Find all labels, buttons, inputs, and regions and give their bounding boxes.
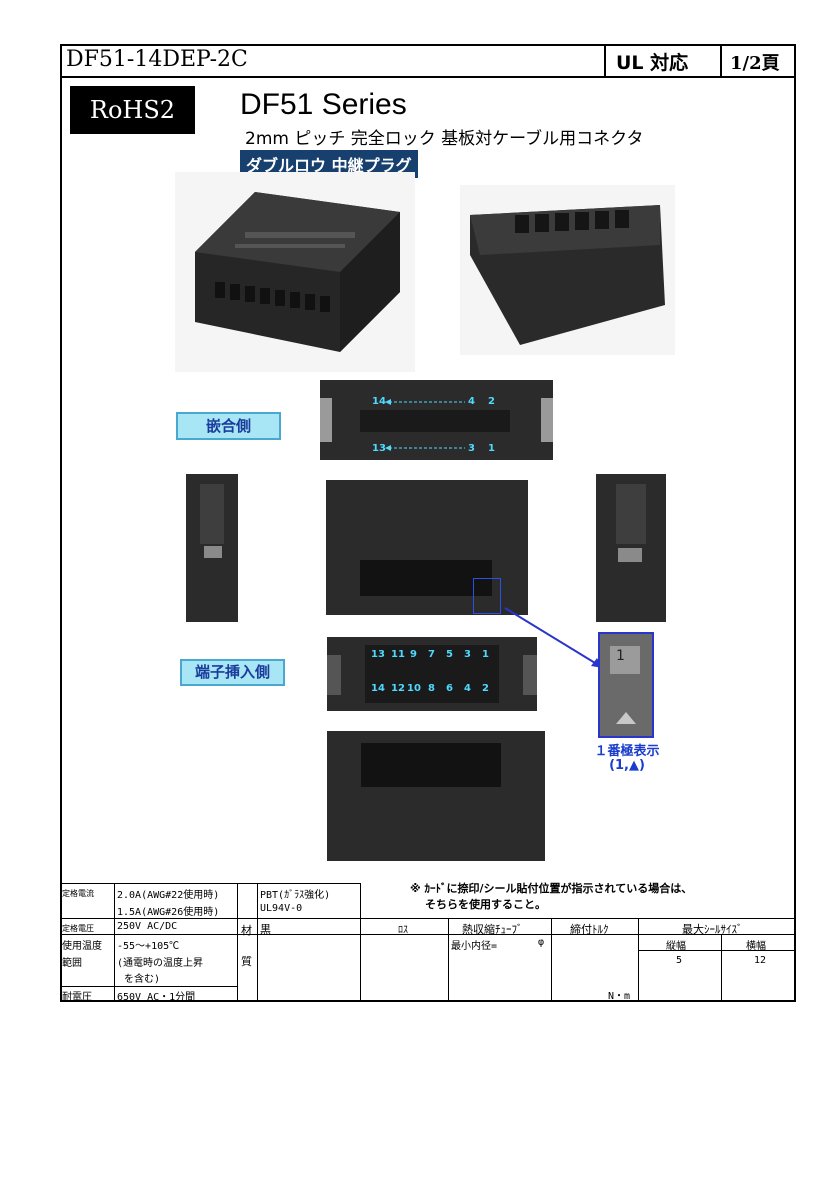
pin-label: 13 (371, 649, 385, 660)
triangle-mark-icon (616, 712, 636, 724)
pin-direction-arrows (385, 399, 465, 451)
table-line (114, 883, 115, 1000)
col-tube: 熱収縮ﾁｭｰﾌﾞ (462, 923, 523, 936)
temp-label-2: 範囲 (62, 958, 82, 969)
terminal-side-view (327, 637, 537, 711)
pin-label: 1 (482, 649, 489, 660)
pin-label: 7 (428, 649, 435, 660)
material-label-1: 材 (241, 924, 252, 937)
pin-label: 5 (446, 649, 453, 660)
left-side-view (186, 474, 238, 622)
torque-unit: N・m (608, 991, 631, 1002)
material-1: PBT(ｶﾞﾗｽ強化) (260, 890, 331, 901)
material-2: UL94V-0 (260, 903, 303, 914)
table-line (257, 883, 258, 1000)
temp-range: -55～+105℃ (117, 941, 180, 952)
col-lot: ﾛｽ (398, 925, 408, 936)
pin1-digit: 1 (616, 648, 625, 664)
tube-unit: φ (538, 937, 545, 948)
terminal-side-label: 端子挿入側 (180, 659, 285, 686)
material-color: 黒 (260, 923, 271, 936)
col-seal: 最大ｼｰﾙｻｲｽﾞ (682, 923, 743, 936)
mating-side-view (320, 380, 553, 460)
material-label-2: 質 (241, 955, 252, 968)
header-divider (60, 76, 796, 78)
seal-w-label: 横幅 (746, 941, 766, 952)
rohs-badge: RoHS2 (70, 86, 195, 134)
withstand-voltage: 650V AC・1分間 (117, 992, 196, 1003)
table-line (60, 934, 796, 935)
table-line (60, 918, 796, 919)
rated-voltage: 250V AC/DC (117, 921, 178, 932)
drawing-frame (60, 44, 796, 1002)
temp-note-2: を含む) (124, 974, 161, 985)
temp-label-1: 使用温度 (62, 941, 102, 952)
page-number: 1/2頁 (730, 53, 780, 74)
pin-label: 8 (428, 683, 435, 694)
pin1-highlight (473, 578, 501, 614)
pin-label: 13 (372, 443, 386, 454)
col-torque: 締付ﾄﾙｸ (570, 923, 609, 936)
right-side-view (596, 474, 666, 622)
rated-current-2: 1.5A(AWG#26使用時) (117, 907, 220, 918)
part-number: DF51-14DEP-2C (66, 47, 248, 72)
pin-label: 6 (446, 683, 453, 694)
pin-label: 4 (468, 396, 475, 407)
table-line (60, 883, 360, 884)
table-line (638, 918, 639, 1000)
front-view (326, 480, 528, 615)
table-line (638, 950, 796, 951)
table-line (360, 883, 361, 1000)
rated-voltage-label: 定格電圧 (62, 924, 94, 933)
pin-label: 14 (371, 683, 385, 694)
series-subtitle: 2mm ピッチ 完全ロック 基板対ケーブル用コネクタ (245, 129, 644, 149)
pin-label: 2 (488, 396, 495, 407)
tube-min: 最小内径= (451, 941, 498, 952)
seal-h-label: 縦幅 (666, 941, 686, 952)
pin1-detail: 1 (598, 632, 654, 738)
table-line (237, 883, 238, 1000)
table-line (551, 918, 552, 1000)
table-line (60, 986, 238, 987)
bottom-view (327, 731, 545, 861)
pin-label: 12 (391, 683, 405, 694)
pin-label: 2 (482, 683, 489, 694)
rated-current-label: 定格電流 (62, 889, 94, 898)
table-line (448, 918, 449, 1000)
pin-label: 3 (468, 443, 475, 454)
mating-side-label: 嵌合側 (176, 412, 281, 440)
pin-label: 11 (391, 649, 405, 660)
pin-label: 4 (464, 683, 471, 694)
table-line (721, 934, 722, 1000)
note-line-2: そちらを使用すること。 (425, 898, 546, 911)
note-line-1: ※ ｶｰﾄﾞに捺印/シール貼付位置が指示されている場合は、 (410, 882, 693, 895)
temp-note-1: (通電時の温度上昇 (117, 958, 204, 969)
pin-label: 1 (488, 443, 495, 454)
pin-label: 10 (407, 683, 421, 694)
product-photo-iso-front (175, 172, 415, 372)
header-col-divider (604, 44, 606, 77)
pin1-mark-sub: (1,▲) (609, 758, 645, 773)
pin1-mark-label: １番極表示 (594, 744, 660, 759)
pin-label: 9 (410, 649, 417, 660)
pin-label: 3 (464, 649, 471, 660)
rated-current-1: 2.0A(AWG#22使用時) (117, 890, 220, 901)
seal-w-value: 12 (754, 955, 767, 966)
seal-h-value: 5 (676, 955, 683, 966)
product-photo-iso-rear (460, 185, 675, 355)
pin-label: 14 (372, 396, 386, 407)
series-title: DF51 Series (240, 88, 407, 121)
withstand-label: 耐電圧 (62, 992, 92, 1003)
header-col-divider (720, 44, 722, 77)
ul-approval: UL 対応 (616, 52, 689, 74)
